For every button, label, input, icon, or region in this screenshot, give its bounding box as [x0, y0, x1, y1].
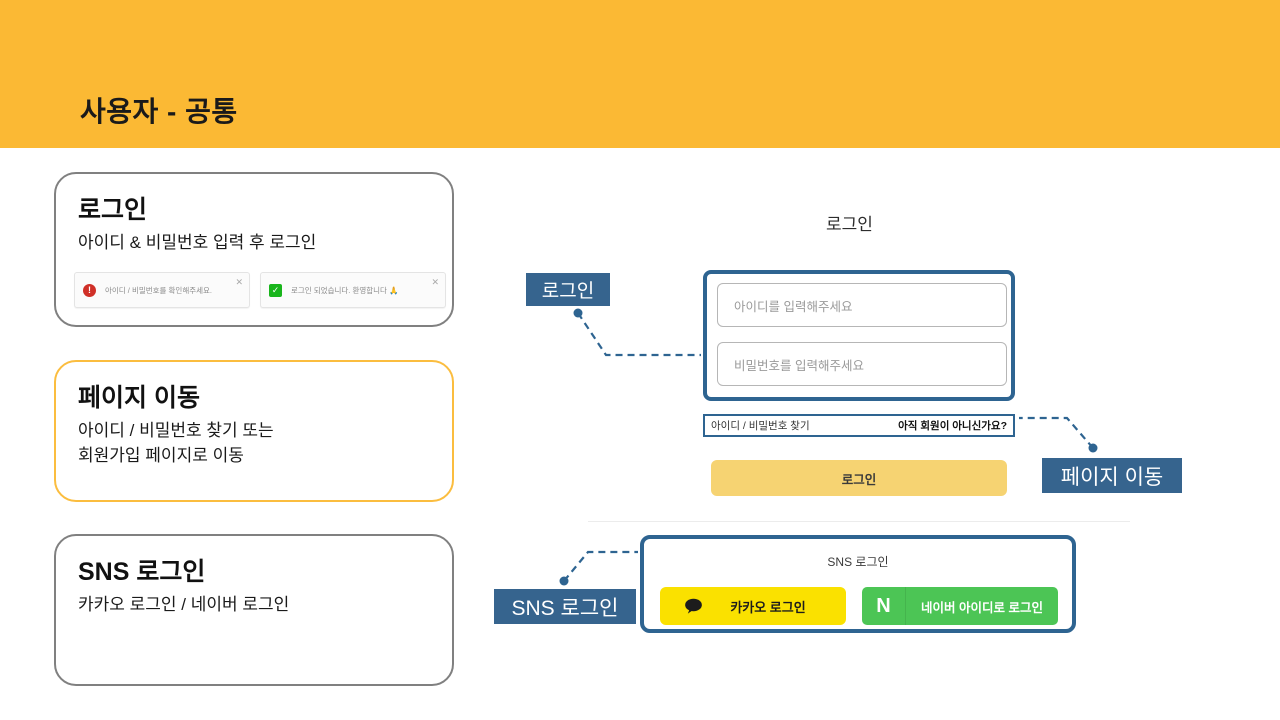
check-square-icon: ✓ — [269, 283, 282, 297]
connector-dot-page-move — [1088, 443, 1098, 453]
close-icon[interactable]: ✕ — [235, 277, 243, 287]
toast-success-text: 로그인 되었습니다. 환영합니다 🙏 — [291, 285, 399, 295]
page-title: 사용자 - 공통 — [80, 96, 238, 127]
info-card-page-move-desc: 아이디 / 비밀번호 찾기 또는 회원가입 페이지로 이동 — [78, 421, 274, 465]
info-card-sns-login-desc: 카카오 로그인 / 네이버 로그인 — [78, 595, 290, 614]
callout-sns-login: SNS 로그인 — [494, 589, 636, 624]
toast-error-text: 아이디 / 비밀번호를 확인해주세요. — [105, 285, 213, 295]
naver-n-glyph: N — [876, 595, 891, 617]
sns-login-outline: SNS 로그인 카카오 로그인 N 네이버 아이디로 로그인 — [640, 535, 1076, 633]
section-divider — [588, 521, 1130, 522]
signup-link[interactable]: 아직 회원이 아니신가요? — [898, 420, 1007, 432]
connector-dot-login — [573, 308, 583, 318]
login-button[interactable]: 로그인 — [711, 460, 1007, 496]
info-card-page-move: 페이지 이동 아이디 / 비밀번호 찾기 또는 회원가입 페이지로 이동 — [54, 360, 454, 502]
callout-page-move: 페이지 이동 — [1042, 458, 1182, 493]
connector-path-page-move — [1019, 416, 1094, 449]
info-card-sns-login: SNS 로그인 카카오 로그인 / 네이버 로그인 — [54, 534, 454, 686]
header-band — [0, 0, 1280, 148]
kakao-speech-bubble-icon — [685, 598, 702, 614]
connector-path-sns — [563, 550, 638, 582]
connector-dot-sns — [559, 576, 569, 586]
mockup-title: 로그인 — [826, 215, 873, 234]
naver-login-button[interactable]: N 네이버 아이디로 로그인 — [862, 587, 1058, 625]
info-card-login-desc: 아이디 & 비밀번호 입력 후 로그인 — [78, 233, 317, 252]
info-card-page-move-title: 페이지 이동 — [78, 384, 200, 412]
id-input-placeholder: 아이디를 입력해주세요 — [734, 299, 853, 314]
toast-success: ✓ 로그인 되었습니다. 환영합니다 🙏 ✕ — [260, 272, 446, 308]
connector-path-login — [577, 312, 701, 357]
sns-login-label: SNS 로그인 — [827, 555, 889, 569]
id-input[interactable]: 아이디를 입력해주세요 — [717, 283, 1007, 327]
info-card-login-title: 로그인 — [78, 196, 148, 224]
callout-login: 로그인 — [526, 273, 610, 306]
password-input-placeholder: 비밀번호를 입력해주세요 — [734, 358, 864, 373]
close-icon[interactable]: ✕ — [431, 277, 439, 287]
links-row-outline: 아이디 / 비밀번호 찾기 아직 회원이 아니신가요? — [703, 414, 1015, 437]
toast-row: ! 아이디 / 비밀번호를 확인해주세요. ✕ ✓ 로그인 되었습니다. 환영합… — [74, 272, 446, 308]
naver-login-label: 네이버 아이디로 로그인 — [921, 600, 1043, 615]
kakao-login-label: 카카오 로그인 — [730, 599, 806, 615]
password-input[interactable]: 비밀번호를 입력해주세요 — [717, 342, 1007, 386]
kakao-login-button[interactable]: 카카오 로그인 — [660, 587, 846, 625]
info-card-sns-login-title: SNS 로그인 — [78, 558, 206, 586]
toast-error: ! 아이디 / 비밀번호를 확인해주세요. ✕ — [74, 272, 250, 308]
info-card-login: 로그인 아이디 & 비밀번호 입력 후 로그인 ! 아이디 / 비밀번호를 확인… — [54, 172, 454, 327]
login-form-outline: 아이디를 입력해주세요 비밀번호를 입력해주세요 — [703, 270, 1015, 401]
naver-n-icon: N — [862, 587, 906, 625]
error-circle-icon: ! — [83, 283, 96, 297]
find-id-password-link[interactable]: 아이디 / 비밀번호 찾기 — [711, 420, 810, 432]
